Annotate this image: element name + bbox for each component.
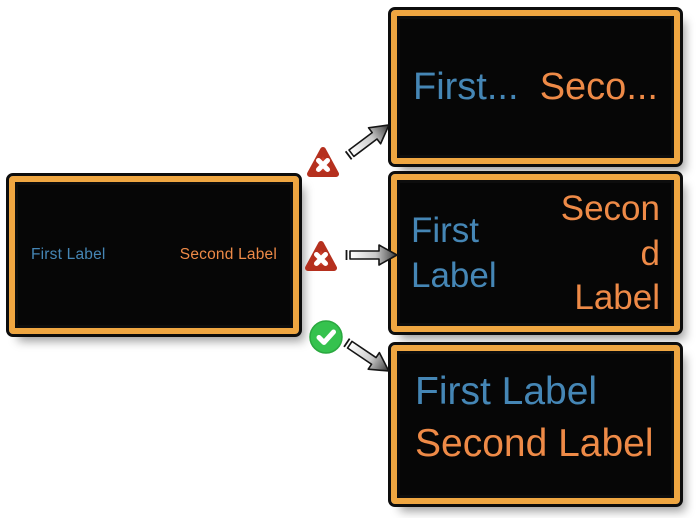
arrow-to-stacked-icon xyxy=(343,338,390,372)
first-label-stacked: First Label xyxy=(415,369,598,413)
second-label-line: Label xyxy=(574,278,660,317)
success-badge-icon xyxy=(309,320,343,354)
source-screen: First Label Second Label xyxy=(6,173,302,337)
second-label-line: d xyxy=(640,233,660,273)
arrow-to-wrapped-icon xyxy=(345,244,398,266)
wrapped-result-screen: First Label Secon d Label xyxy=(388,171,683,335)
first-label-line: First xyxy=(411,211,480,250)
truncated-result-screen: First... Seco... xyxy=(388,7,683,167)
first-label: First Label xyxy=(31,246,106,263)
error-badge-icon xyxy=(305,241,337,271)
first-label-line: Label xyxy=(411,256,497,295)
stacked-result-screen: First Label Second Label xyxy=(388,342,683,507)
second-label-line: Secon xyxy=(560,189,660,228)
first-label-truncated: First... xyxy=(413,65,519,108)
first-label-wrapped: First Label xyxy=(411,208,497,298)
second-label-wrapped: Secon d Label xyxy=(561,186,660,320)
second-label-truncated: Seco... xyxy=(539,65,658,108)
second-label-stacked: Second Label xyxy=(415,421,654,465)
arrow-to-truncated-icon xyxy=(344,124,390,160)
error-badge-icon xyxy=(307,147,339,177)
second-label: Second Label xyxy=(179,246,277,263)
